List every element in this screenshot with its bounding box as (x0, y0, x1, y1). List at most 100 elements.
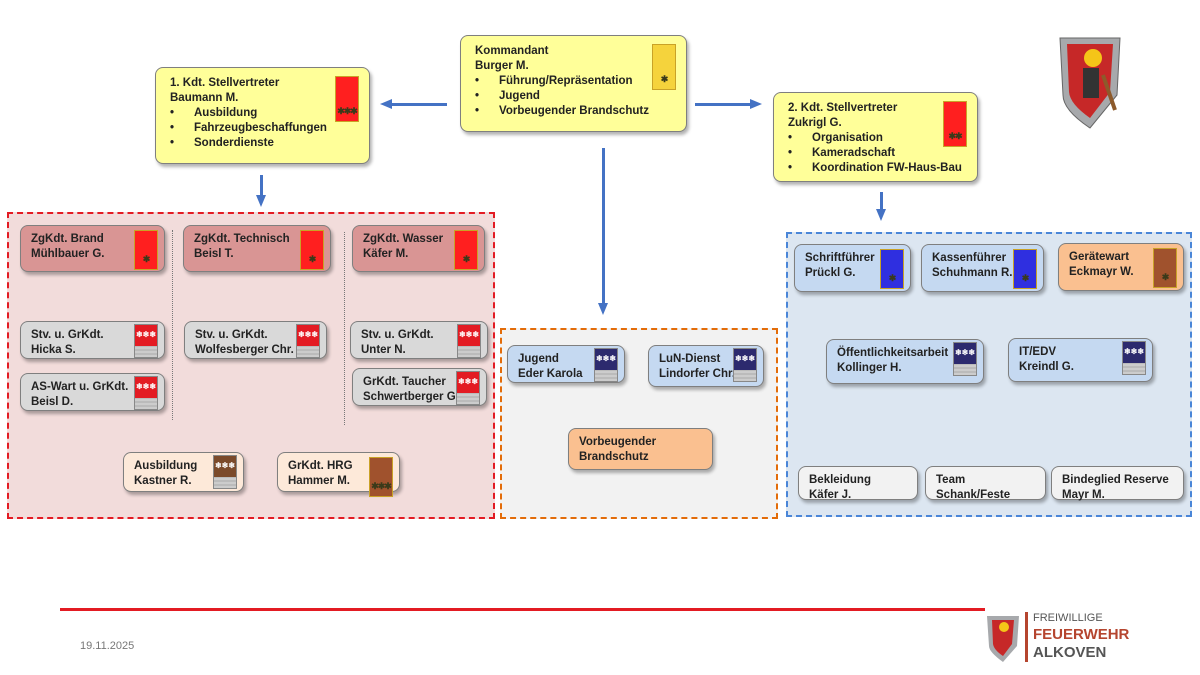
node-title: GrKdt. HRG (288, 460, 353, 472)
node-name: Beisl T. (194, 248, 234, 260)
node-title: Schriftführer (805, 252, 875, 264)
node-name: Unter N. (361, 344, 406, 356)
arrow-head (380, 99, 392, 109)
rank-stars: ✱ (462, 254, 470, 264)
footer-logo-line3: ALKOVEN (1033, 644, 1107, 661)
arrow-head (598, 303, 608, 315)
responsibility-list: OrganisationKameradschaftKoordination FW… (788, 131, 963, 176)
responsibility-item: Vorbeugender Brandschutz (475, 104, 672, 119)
rank-insignia-icon: ❄❄❄ (213, 455, 237, 489)
node-name: Schank/Feste (936, 489, 1011, 501)
footer-logo-line2: FEUERWEHR (1033, 626, 1130, 643)
rank-stars: ✱✱✱ (337, 106, 358, 116)
rank-stars: ❄❄❄ (297, 330, 319, 339)
responsibility-item: Ausbildung (170, 106, 355, 121)
node-s2: Stv. u. GrKdt.Wolfesberger Chr.❄❄❄ (184, 321, 327, 359)
node-title: LuN-Dienst (659, 353, 721, 365)
node-title: Gerätewart (1069, 251, 1130, 263)
node-name: Prückl G. (805, 267, 856, 279)
date: 19.11.2025 (80, 640, 135, 652)
node-title: Stv. u. GrKdt. (361, 329, 434, 341)
rank-insignia-icon: ❄❄❄ (134, 324, 158, 358)
rank-stars: ❄❄❄ (135, 330, 157, 339)
rank-insignia-icon: ✱ (134, 230, 158, 270)
rank-stars: ✱ (308, 254, 316, 264)
node-name: Kreindl G. (1019, 361, 1074, 373)
arrow-head (750, 99, 762, 109)
node-name: Eder Karola (518, 368, 583, 380)
rank-stars: ✱ (660, 74, 668, 84)
rank-insignia-icon: ✱ (652, 44, 676, 90)
node-name: Eckmayr W. (1069, 266, 1134, 278)
responsibility-list: AusbildungFahrzeugbeschaffungenSonderdie… (170, 106, 355, 151)
node-title: AS-Wart u. GrKdt. (31, 381, 129, 393)
footer-crest-icon (987, 616, 1019, 662)
responsibility-item: Sonderdienste (170, 136, 355, 151)
arrow-head (876, 209, 886, 221)
arrow-to-red-group (260, 175, 263, 195)
rank-stars: ❄❄❄ (1123, 347, 1145, 356)
rank-insignia-icon: ❄❄❄ (296, 324, 320, 358)
rank-stars: ✱ (888, 273, 896, 283)
node-name: Mayr M. (1062, 489, 1105, 501)
rank-stars: ❄❄❄ (214, 461, 236, 470)
rank-insignia-icon: ✱✱ (943, 101, 967, 147)
rank-stars: ✱✱✱ (371, 481, 392, 491)
rank-insignia-icon: ❄❄❄ (457, 324, 481, 358)
node-title: Bindeglied Reserve (1062, 474, 1169, 486)
rank-insignia-icon: ✱ (1153, 248, 1177, 288)
rank-insignia-icon: ❄❄❄ (456, 371, 480, 405)
node-name: Kollinger H. (837, 362, 902, 374)
node-name: Käfer J. (809, 489, 852, 501)
node-name: Schwertberger G. (363, 391, 459, 403)
responsibility-item: Fahrzeugbeschaffungen (170, 121, 355, 136)
node-hrg: GrKdt. HRG Hammer M. ✱✱✱ (277, 452, 400, 497)
node-name: Baumann M. (170, 92, 239, 104)
node-s3: Stv. u. GrKdt. Unter N. ❄❄❄ (350, 321, 488, 359)
node-name: Burger M. (475, 60, 529, 72)
responsibility-item: Führung/Repräsentation (475, 74, 672, 89)
node-title: Kommandant (475, 45, 549, 57)
rank-insignia-icon: ❄❄❄ (1122, 341, 1146, 375)
footer-red-line (60, 608, 985, 611)
node-title: Team (936, 474, 966, 486)
node-as: AS-Wart u. GrKdt.Beisl D.❄❄❄ (20, 373, 165, 411)
arrow-head (256, 195, 266, 207)
node-name: Käfer M. (363, 248, 409, 260)
rank-insignia-icon: ✱ (880, 249, 904, 289)
rank-stars: ❄❄❄ (734, 354, 756, 363)
arrow-to-orange-group (602, 148, 605, 303)
rank-stars: ❄❄❄ (135, 382, 157, 391)
rank-stars: ❄❄❄ (458, 330, 480, 339)
rank-stars: ❄❄❄ (457, 377, 479, 386)
node-name: Brandschutz (579, 451, 649, 463)
divider-left (172, 230, 173, 420)
arrow-to-stv1 (392, 103, 447, 106)
node-name: Kastner R. (134, 475, 192, 487)
rank-stars: ✱✱ (948, 131, 962, 141)
node-title: ZgKdt. Technisch (194, 233, 290, 245)
responsibility-item: Kameradschaft (788, 146, 963, 161)
node-title: 1. Kdt. Stellvertreter (170, 77, 280, 89)
node-name: Hammer M. (288, 475, 350, 487)
rank-stars: ❄❄❄ (595, 354, 617, 363)
node-name: Zukrigl G. (788, 117, 842, 129)
node-title: Vorbeugender (579, 436, 657, 448)
rank-insignia-icon: ✱ (1013, 249, 1037, 289)
rank-insignia-icon: ✱✱✱ (335, 76, 359, 122)
